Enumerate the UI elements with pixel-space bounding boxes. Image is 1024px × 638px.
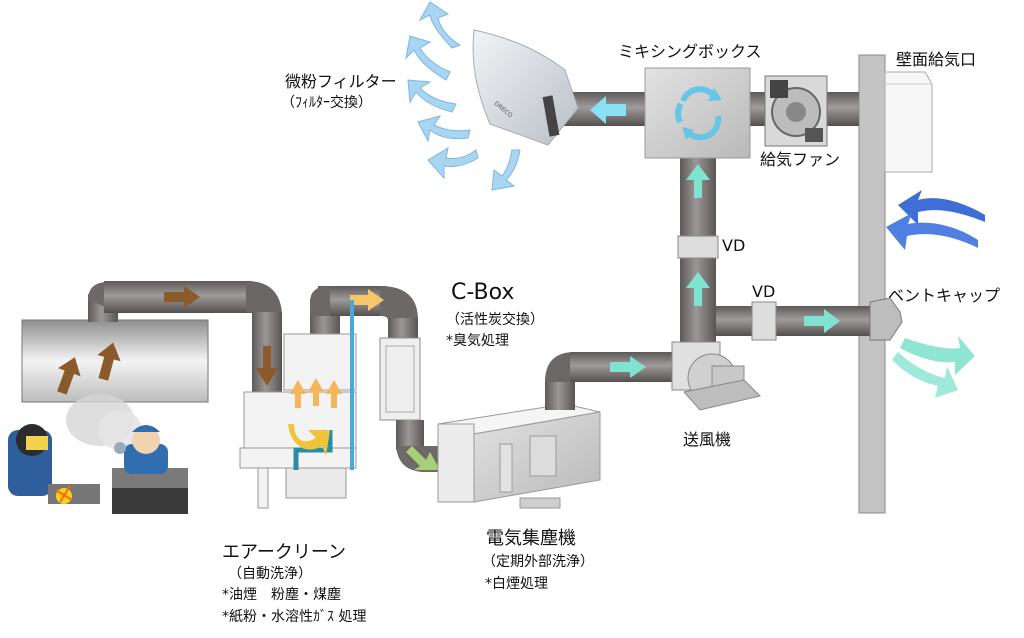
c-box-purpose: *臭気処理 bbox=[446, 333, 509, 349]
esp-sublabel: （定期外部洗浄） bbox=[482, 554, 594, 570]
flow-arrow-right bbox=[804, 309, 840, 333]
wall-inlet-label: 壁面給気口 bbox=[896, 50, 977, 69]
fine-filter-bag bbox=[472, 29, 579, 146]
filter-exhaust-arrows bbox=[405, 1, 521, 191]
duct-cbox-down bbox=[396, 420, 424, 450]
c-box-unit bbox=[379, 337, 421, 421]
flow-arrow-right bbox=[164, 286, 200, 308]
mixing-cycle-icon bbox=[675, 86, 722, 141]
mixing-box bbox=[644, 67, 751, 159]
cleaner-yellow-arrow bbox=[288, 424, 330, 456]
air-cleaner-title: エアークリーン bbox=[222, 542, 347, 563]
fine-filter-sublabel: （ﾌｨﾙﾀｰ交換） bbox=[281, 95, 372, 111]
blower-unit bbox=[671, 341, 761, 411]
duct-vent bbox=[700, 306, 870, 336]
esp-purpose: *白煙処理 bbox=[485, 576, 548, 592]
vent-cap-label: ベントキャップ bbox=[888, 286, 1001, 305]
vd-upper-label: VD bbox=[722, 236, 746, 255]
air-cleaner-sublabel: （自動洗浄） bbox=[228, 566, 312, 582]
cleaner-orange-arrows bbox=[290, 378, 342, 408]
flow-arrow-right bbox=[610, 356, 646, 378]
worker-welding-illustration bbox=[8, 394, 142, 504]
duct-elbow-down bbox=[246, 281, 282, 314]
duct-esp-riser bbox=[545, 378, 575, 410]
duct-cbox-drop bbox=[388, 318, 418, 338]
vent-outflow-arrow bbox=[900, 336, 975, 375]
electric-precipitator bbox=[437, 403, 601, 509]
vd-damper-upper bbox=[677, 235, 719, 259]
worker-grinding-illustration bbox=[112, 425, 188, 514]
vd-damper-lower bbox=[751, 301, 777, 341]
flow-arrow-up bbox=[686, 164, 710, 198]
vd-lower-label: VD bbox=[752, 282, 776, 301]
fine-filter-clamp bbox=[542, 95, 560, 137]
vent-outflow-arrow bbox=[892, 352, 958, 398]
flow-arrow-down-right bbox=[406, 446, 440, 470]
intake-arrow bbox=[886, 213, 978, 250]
air-cleaner-pipe bbox=[293, 430, 333, 470]
flow-arrow-down bbox=[256, 346, 278, 386]
air-cleaner-purpose-2: *紙粉・水溶性ｶﾞｽ 処理 bbox=[222, 609, 367, 625]
vent-cap bbox=[869, 297, 903, 341]
esp-title: 電気集塵機 bbox=[486, 528, 576, 549]
intake-arrow bbox=[898, 190, 985, 225]
c-box-sublabel: （活性炭交換） bbox=[446, 312, 544, 328]
supply-fan-label: 給気ファン bbox=[760, 150, 841, 169]
work-hood bbox=[21, 319, 209, 403]
blower-label: 送風機 bbox=[683, 430, 732, 449]
hood-arrow-up bbox=[57, 357, 81, 395]
fine-filter-label: 微粉フィルター bbox=[285, 72, 397, 91]
flow-arrow-up bbox=[686, 272, 710, 306]
air-cleaner-purpose-1: *油煙 粉塵・煤塵 bbox=[222, 587, 341, 603]
flow-arrow-left bbox=[590, 96, 626, 124]
c-box-title: C-Box bbox=[451, 280, 515, 305]
wall-inlet-louver bbox=[884, 71, 933, 173]
mixing-box-label: ミキシングボックス bbox=[618, 42, 762, 61]
hood-arrow-up bbox=[97, 342, 121, 381]
flow-arrow-right bbox=[350, 289, 384, 311]
building-wall bbox=[858, 54, 886, 514]
